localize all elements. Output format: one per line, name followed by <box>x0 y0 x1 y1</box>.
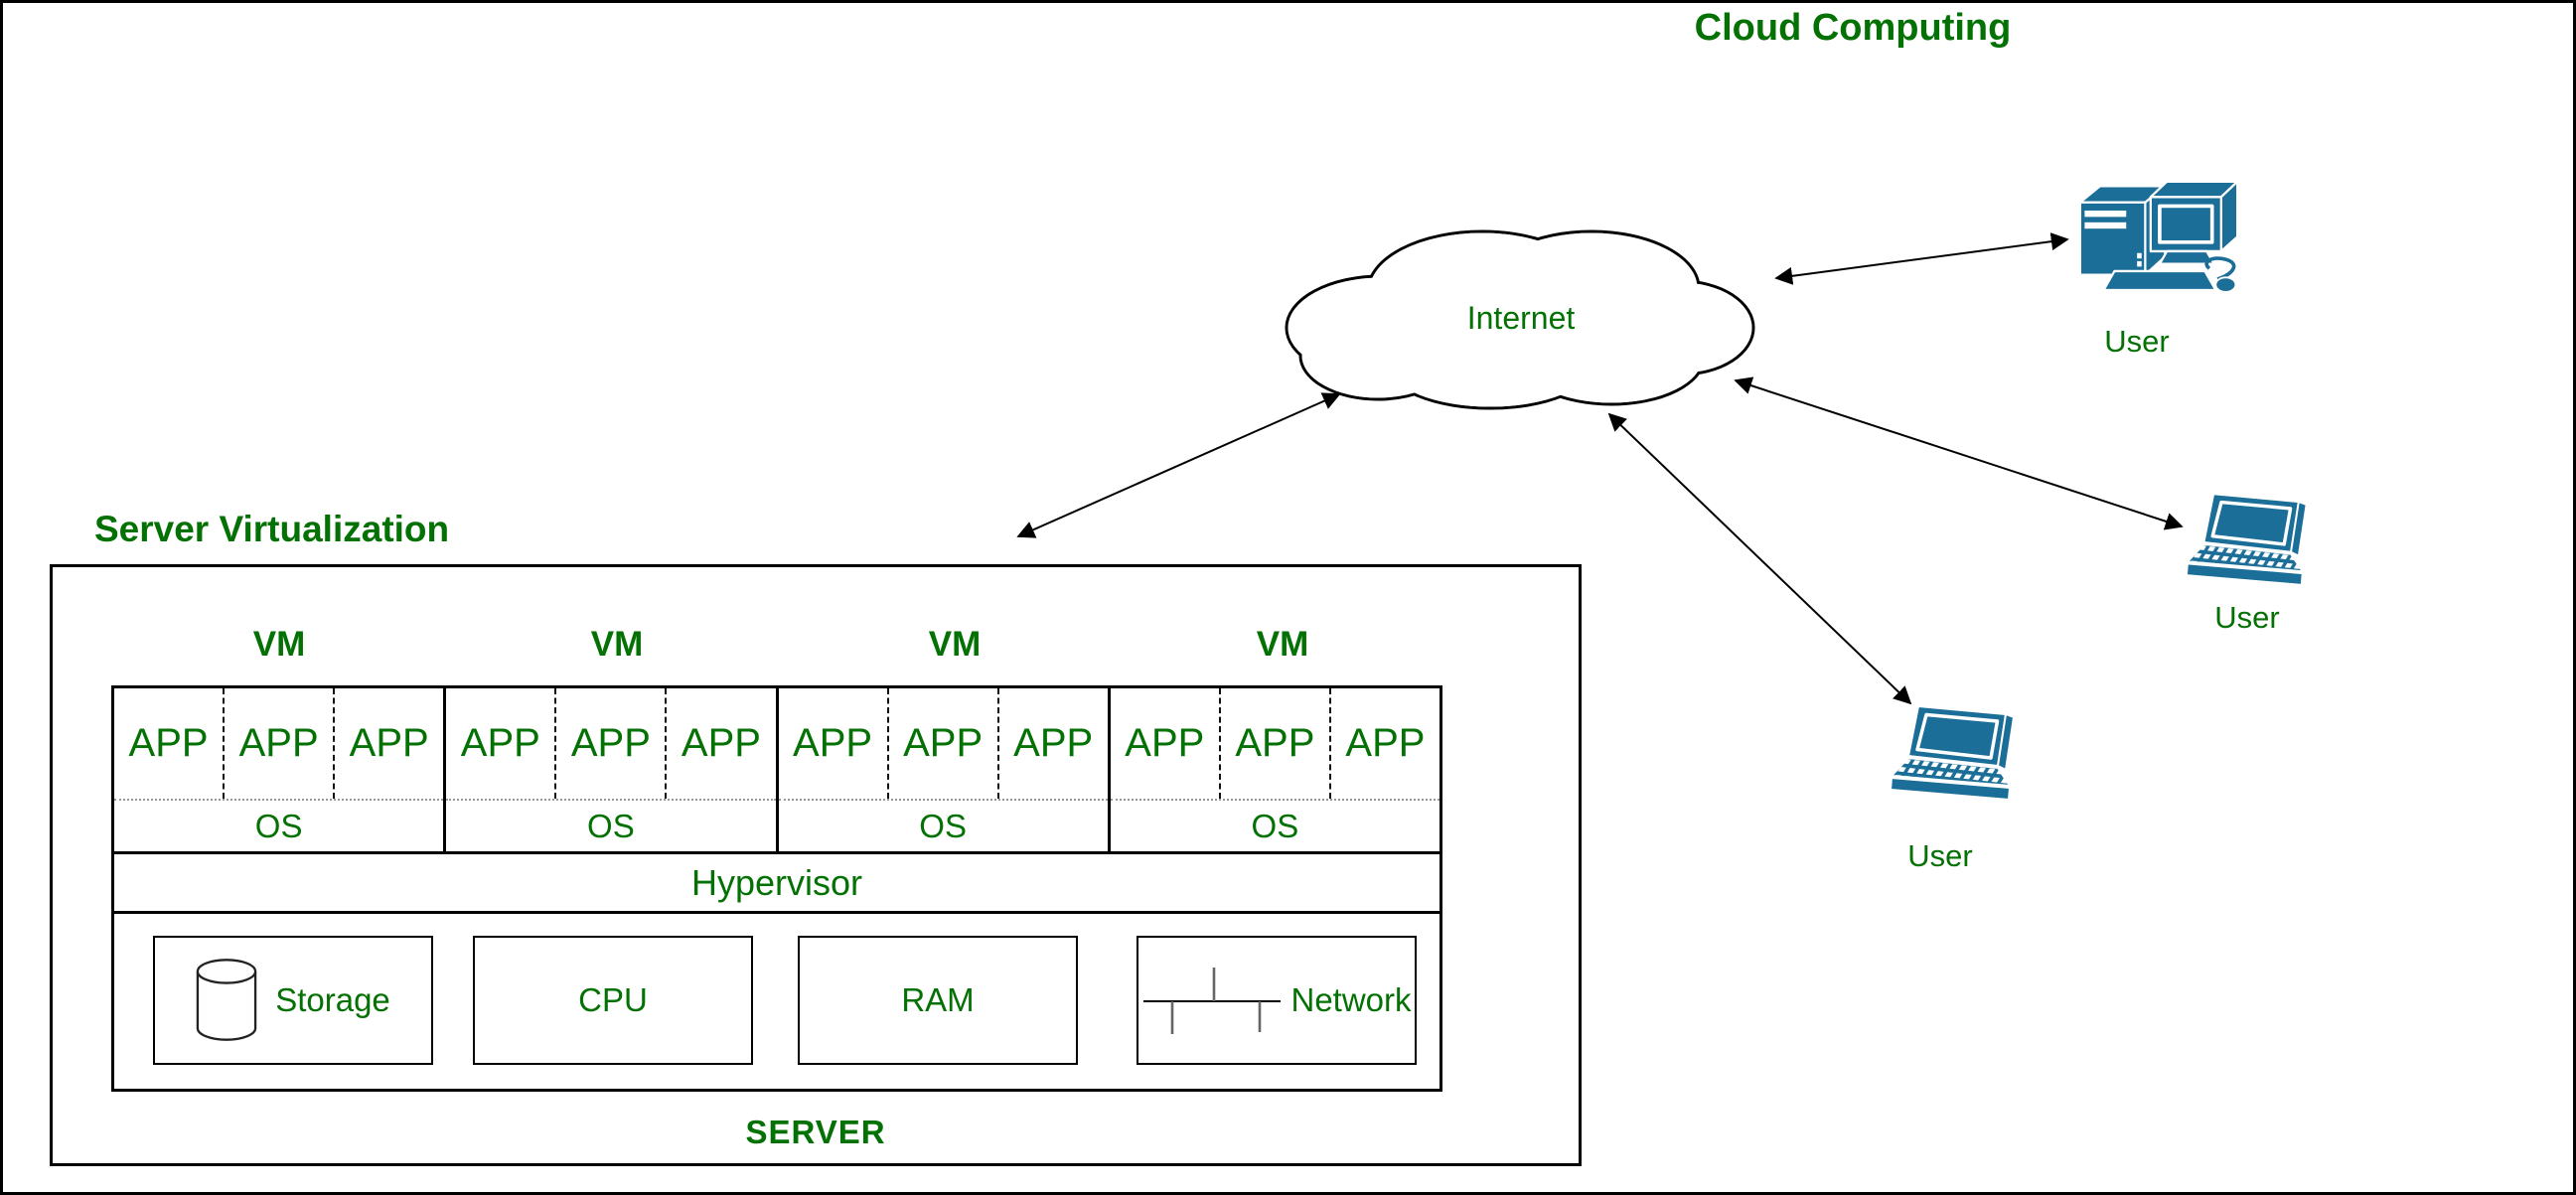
vm-column-3: APP APP APP OS <box>775 688 1108 851</box>
app-cell: APP <box>1111 688 1221 799</box>
user-label-3: User <box>1907 838 1973 873</box>
storage-cylinder-icon <box>196 959 257 1041</box>
hardware-network: Network <box>1136 936 1417 1065</box>
app-row: APP APP APP <box>1111 688 1440 799</box>
hardware-storage: Storage <box>153 936 433 1065</box>
vm-column-1: APP APP APP OS <box>114 688 444 851</box>
laptop-icon <box>2185 493 2308 586</box>
page-title: Cloud Computing <box>1694 6 2012 49</box>
user-label-1: User <box>2104 324 2170 359</box>
app-row: APP APP APP <box>114 688 443 799</box>
vm-column-4: APP APP APP OS <box>1107 688 1440 851</box>
vm-label-2: VM <box>590 625 644 664</box>
user-label-2: User <box>2214 600 2280 635</box>
vm-label-4: VM <box>1256 625 1309 664</box>
hardware-box: Storage CPU RAM Network <box>111 911 1442 1092</box>
app-row: APP APP APP <box>446 688 775 799</box>
app-cell: APP <box>889 688 999 799</box>
ram-label: RAM <box>901 981 975 1018</box>
os-cell: OS <box>778 799 1108 851</box>
app-cell: APP <box>1345 721 1426 765</box>
vm-column-2: APP APP APP OS <box>443 688 776 851</box>
hardware-cpu: CPU <box>473 936 753 1065</box>
app-cell: APP <box>446 688 557 799</box>
storage-label: Storage <box>275 981 390 1018</box>
cpu-label: CPU <box>578 981 648 1018</box>
app-cell: APP <box>114 688 226 799</box>
app-row: APP APP APP <box>779 688 1108 799</box>
vm-table: APP APP APP OS APP APP APP OS APP APP AP… <box>111 685 1442 854</box>
server-caption: SERVER <box>745 1114 886 1150</box>
app-cell: APP <box>225 688 336 799</box>
app-cell: APP <box>779 688 889 799</box>
app-cell: APP <box>1221 688 1331 799</box>
vm-label-3: VM <box>928 625 982 664</box>
server-virtualization-title: Server Virtualization <box>94 509 450 549</box>
internet-label: Internet <box>1466 299 1576 336</box>
vm-label-1: VM <box>252 625 306 664</box>
network-bus-icon <box>1143 968 1282 1034</box>
os-cell: OS <box>1110 799 1440 851</box>
os-cell: OS <box>446 799 776 851</box>
laptop-icon <box>1890 705 2015 801</box>
hypervisor-row: Hypervisor <box>111 851 1442 914</box>
desktop-computer-icon <box>2078 180 2239 293</box>
app-cell: APP <box>681 721 761 765</box>
app-cell: APP <box>349 721 429 765</box>
app-cell: APP <box>556 688 668 799</box>
network-label: Network <box>1290 981 1412 1018</box>
app-cell: APP <box>1013 721 1094 765</box>
os-cell: OS <box>114 799 444 851</box>
hardware-ram: RAM <box>798 936 1078 1065</box>
